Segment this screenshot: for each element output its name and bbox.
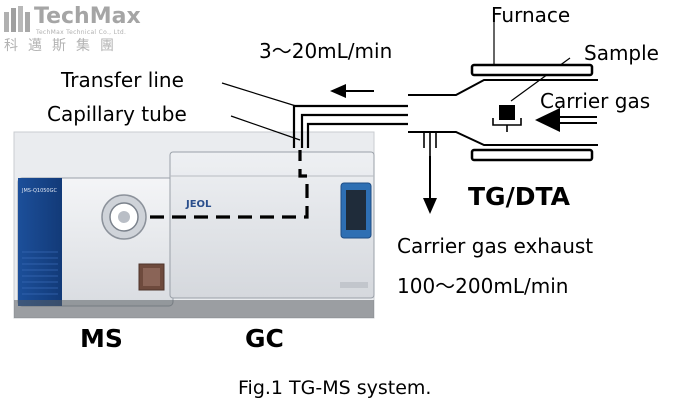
sample-label: Sample (584, 41, 659, 65)
gc-label: GC (245, 324, 284, 353)
ms-label: MS (80, 324, 123, 353)
figure-caption: Fig.1 TG-MS system. (238, 377, 432, 399)
carrier-gas-label: Carrier gas (540, 89, 651, 113)
gc-brand-text: JEOL (185, 199, 212, 210)
gc-instrument (169, 151, 375, 299)
furnace-bottom (470, 148, 594, 162)
techmax-logo-icon (4, 6, 30, 32)
logo-name: TechMax (34, 4, 141, 29)
flow-rate-exhaust-label: 100～200mL/min (397, 274, 569, 298)
flow-arrow-left (330, 84, 374, 98)
capillary-tube-label: Capillary tube (47, 102, 187, 126)
capillary-path (150, 150, 309, 219)
logo-tagline: TechMax Technical Co., Ltd. (36, 29, 127, 36)
flow-rate-top-label: 3～20mL/min (259, 39, 393, 63)
furnace-label: Furnace (491, 3, 571, 27)
ms-badge-text: JMS-Q1050GC (21, 188, 57, 194)
tg-dta-label: TG/DTA (468, 182, 570, 211)
sample-holder (492, 105, 522, 132)
carrier-gas-arrow (535, 108, 597, 132)
ms-instrument (17, 177, 174, 307)
furnace-tube (408, 79, 598, 146)
exhaust-label: Carrier gas exhaust (397, 234, 594, 258)
exhaust-arrow (423, 132, 437, 214)
logo-chinese: 科邁斯集團 (4, 38, 124, 54)
furnace-top (470, 63, 594, 77)
transfer-line-label: Transfer line (61, 68, 184, 92)
